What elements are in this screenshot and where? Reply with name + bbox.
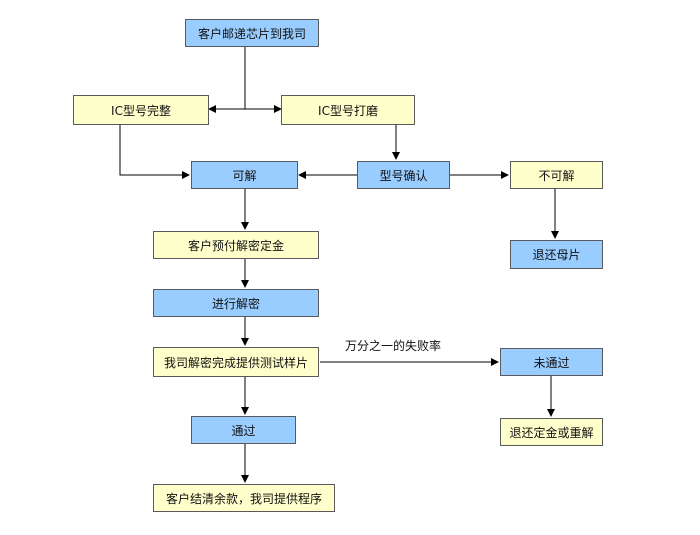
node-refund-or-redo: 退还定金或重解	[500, 418, 603, 446]
node-model-confirm: 型号确认	[357, 161, 450, 189]
node-passed: 通过	[191, 416, 296, 444]
node-chip-mailed: 客户邮递芯片到我司	[185, 19, 319, 47]
node-solvable: 可解	[191, 161, 298, 189]
edge-intact-to-solvable	[119, 125, 190, 179]
node-sample-done: 我司解密完成提供测试样片	[153, 347, 319, 377]
node-ic-polished: IC型号打磨	[281, 95, 415, 125]
edge-label-failure-rate: 万分之一的失败率	[345, 339, 442, 353]
node-prepay-deposit: 客户预付解密定金	[153, 231, 319, 259]
node-final-payment: 客户结清余款，我司提供程序	[153, 484, 335, 512]
node-decrypting: 进行解密	[153, 289, 319, 317]
node-unsolvable: 不可解	[510, 161, 603, 189]
node-ic-intact: IC型号完整	[73, 95, 209, 125]
node-not-passed: 未通过	[500, 348, 603, 376]
node-return-mother-chip: 退还母片	[510, 240, 603, 269]
